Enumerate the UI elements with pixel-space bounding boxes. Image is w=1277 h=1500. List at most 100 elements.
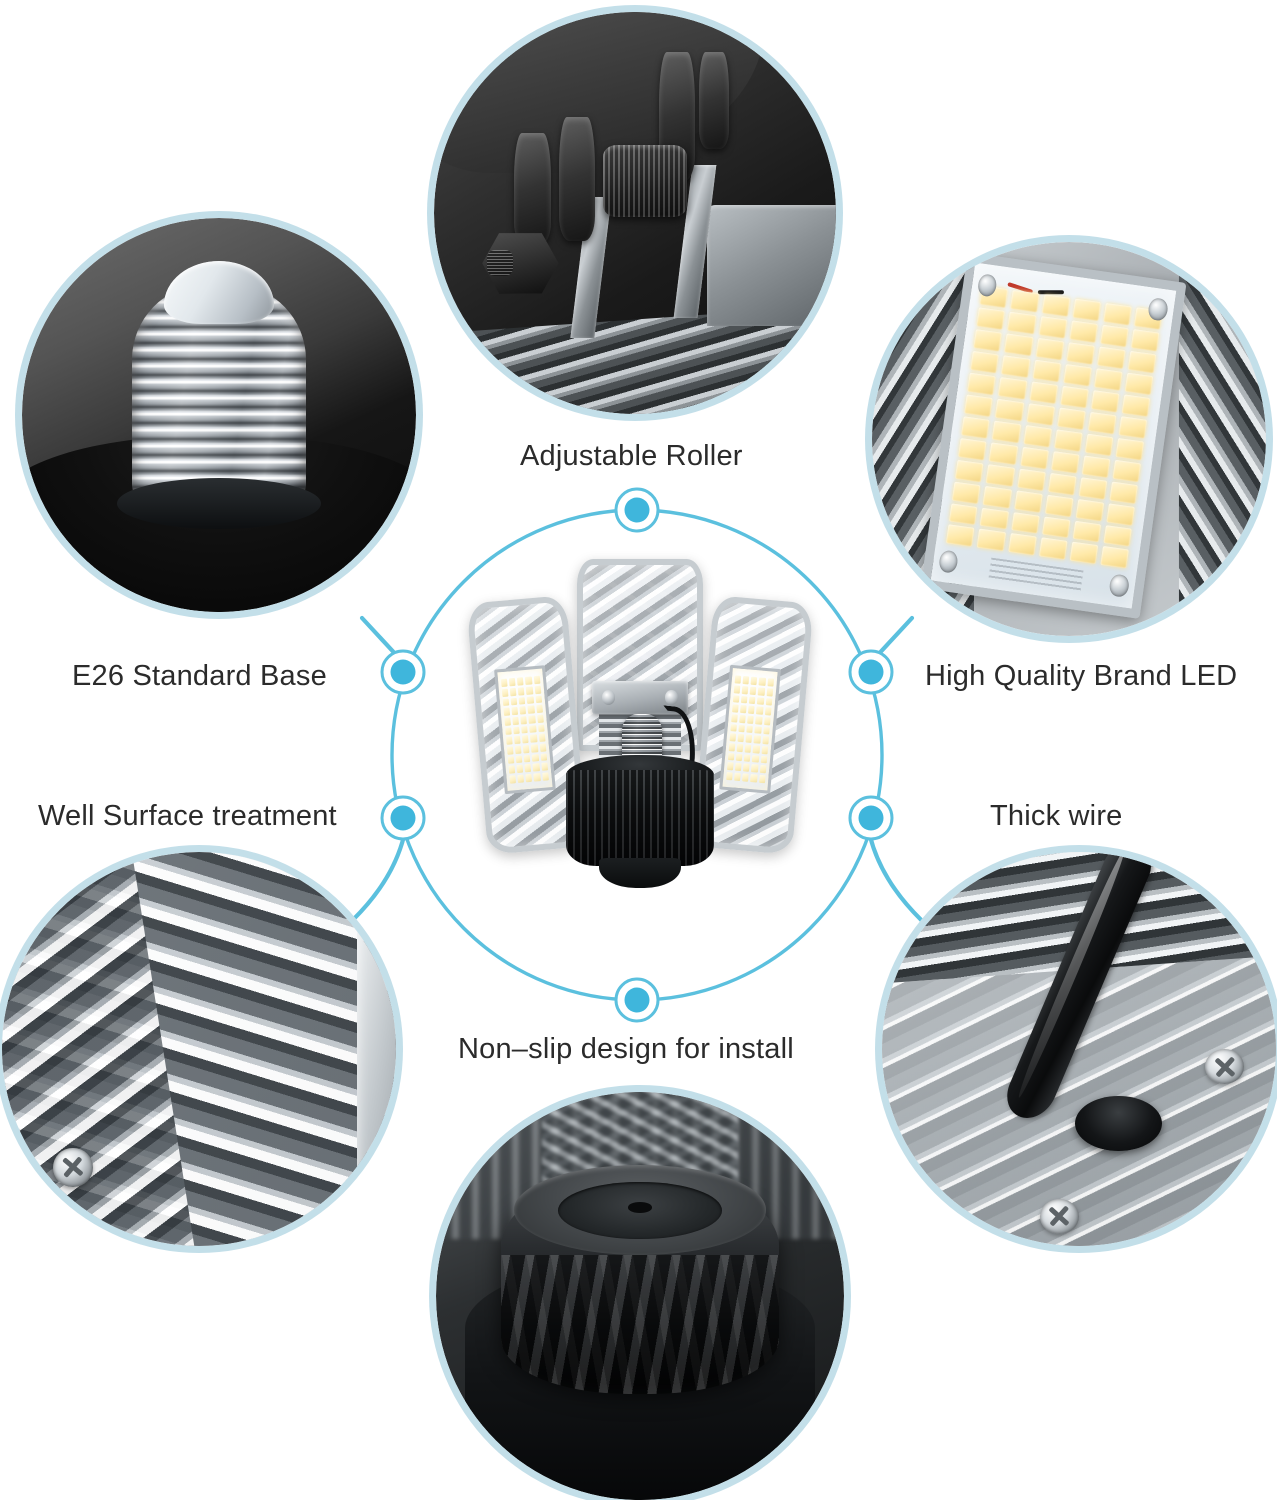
led-chip bbox=[961, 415, 990, 439]
led-chip bbox=[541, 763, 549, 772]
led-chip bbox=[1019, 446, 1049, 469]
led-chip bbox=[529, 725, 537, 734]
led-chip bbox=[767, 678, 775, 688]
led-chip bbox=[1072, 520, 1102, 543]
led-chip bbox=[1090, 389, 1120, 413]
base-contact-tip bbox=[163, 261, 275, 325]
led-chip bbox=[527, 696, 535, 705]
led-chip bbox=[524, 764, 532, 773]
label-well-surface-treatment: Well Surface treatment bbox=[38, 800, 337, 832]
led-chip bbox=[1041, 294, 1070, 317]
led-chip bbox=[979, 507, 1009, 530]
led-chip bbox=[1032, 359, 1061, 382]
led-chip bbox=[742, 764, 750, 773]
led-chip bbox=[533, 773, 541, 782]
led-strip-grid-right bbox=[725, 676, 775, 784]
led-chip bbox=[528, 715, 536, 724]
housing-screw-bottom bbox=[1039, 1198, 1079, 1235]
photo-led-chip-board bbox=[872, 242, 1266, 636]
led-chip bbox=[532, 754, 540, 763]
led-chip bbox=[525, 774, 533, 783]
led-chip bbox=[763, 717, 771, 726]
photo-black-textured-knob bbox=[436, 1092, 844, 1500]
led-chip bbox=[945, 524, 975, 547]
led-chip bbox=[764, 707, 772, 716]
led-chip bbox=[1112, 459, 1142, 482]
led-chip bbox=[521, 726, 529, 735]
connector-dot-well-surface-treatment[interactable] bbox=[380, 795, 426, 841]
led-chip bbox=[526, 686, 534, 696]
led-strip-left bbox=[494, 665, 556, 795]
connector-dot-non-slip-design[interactable] bbox=[614, 977, 660, 1023]
led-chip bbox=[752, 745, 760, 754]
led-chip bbox=[1103, 524, 1133, 547]
led-chip bbox=[1124, 372, 1154, 395]
led-chip bbox=[743, 754, 751, 763]
wire-black bbox=[1038, 289, 1065, 294]
led-chip bbox=[1069, 541, 1099, 565]
led-chip bbox=[1081, 454, 1111, 478]
led-chip bbox=[725, 772, 733, 781]
label-thick-wire: Thick wire bbox=[990, 800, 1123, 832]
led-chip bbox=[1029, 381, 1058, 404]
led-chip bbox=[1128, 350, 1157, 374]
led-chip bbox=[512, 717, 520, 726]
led-chip bbox=[752, 755, 760, 764]
led-chip bbox=[1007, 533, 1037, 556]
led-chip bbox=[517, 774, 525, 784]
pcb-silkscreen-marking bbox=[987, 557, 1084, 593]
led-chip bbox=[500, 679, 508, 688]
led-chip bbox=[762, 736, 770, 745]
led-chip bbox=[744, 744, 752, 754]
led-chip bbox=[1023, 424, 1052, 447]
hinge-hex-nut bbox=[482, 233, 559, 294]
led-chip bbox=[952, 480, 981, 504]
fin-casting-plate bbox=[2, 852, 396, 1246]
led-chip bbox=[949, 502, 978, 526]
connector-dot-e26-standard-base[interactable] bbox=[380, 649, 426, 695]
led-chip bbox=[760, 755, 768, 765]
led-chip bbox=[540, 753, 548, 762]
led-chip bbox=[1106, 502, 1136, 526]
led-chip bbox=[1035, 337, 1064, 361]
led-chip bbox=[738, 724, 745, 734]
led-chip bbox=[504, 717, 511, 727]
connector-dot-thick-wire[interactable] bbox=[848, 795, 894, 841]
led-chip bbox=[518, 697, 526, 706]
photo-aluminum-chevron-fins bbox=[2, 852, 396, 1246]
led-chip bbox=[501, 688, 509, 698]
led-chip bbox=[1103, 303, 1132, 326]
hinge-knuckle-2 bbox=[558, 116, 595, 242]
led-chip bbox=[1087, 411, 1117, 434]
led-chip bbox=[508, 766, 516, 775]
led-chip bbox=[757, 687, 765, 696]
led-chip bbox=[736, 744, 744, 753]
led-chip bbox=[522, 735, 530, 744]
connector-dot-adjustable-roller[interactable] bbox=[614, 487, 660, 533]
knob-grip-facets bbox=[501, 1255, 779, 1394]
led-chip bbox=[986, 463, 1015, 486]
led-chip bbox=[749, 687, 757, 696]
led-chip bbox=[528, 706, 535, 715]
led-chip bbox=[756, 707, 764, 716]
led-chip bbox=[766, 688, 774, 697]
led-chip bbox=[751, 764, 759, 774]
label-non-slip-design: Non–slip design for install bbox=[458, 1033, 794, 1065]
led-chip bbox=[523, 754, 531, 764]
led-chip bbox=[730, 714, 738, 723]
led-chip bbox=[508, 678, 516, 687]
led-chip bbox=[1016, 467, 1046, 491]
led-chip bbox=[735, 753, 743, 762]
hinge-bolt bbox=[602, 144, 688, 218]
led-chip bbox=[531, 744, 539, 753]
hinge-knuckle-4 bbox=[699, 52, 730, 149]
feature-photo-well-surface-treatment bbox=[2, 852, 396, 1246]
connector-dot-high-quality-brand-led[interactable] bbox=[848, 649, 894, 695]
led-chip bbox=[758, 678, 766, 687]
led-chip bbox=[517, 677, 525, 687]
led-chip bbox=[1057, 407, 1086, 430]
led-chip bbox=[1118, 415, 1148, 439]
led-chip bbox=[1050, 450, 1080, 473]
led-chip bbox=[513, 736, 521, 745]
phillips-screw bbox=[53, 1147, 93, 1187]
